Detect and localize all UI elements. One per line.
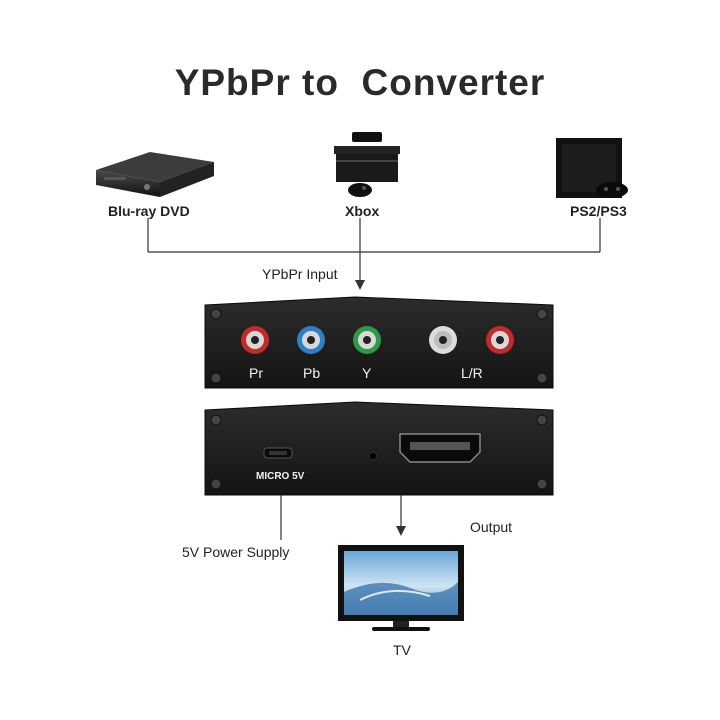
tv-label: TV bbox=[393, 642, 411, 658]
ypbpr-input-label: YPbPr Input bbox=[262, 266, 338, 282]
screw-icon bbox=[210, 308, 222, 320]
y-jack-icon bbox=[353, 326, 381, 354]
y-label: Y bbox=[362, 365, 372, 381]
tv-icon bbox=[338, 545, 464, 631]
hdmi-port-icon bbox=[399, 433, 481, 463]
power-supply-label: 5V Power Supply bbox=[182, 544, 290, 560]
diagram-title: YPbPr to Converter bbox=[174, 62, 546, 103]
xbox-label: Xbox bbox=[345, 203, 380, 219]
output-label: Output bbox=[470, 519, 513, 535]
pb-label: Pb bbox=[303, 365, 320, 381]
output-arrow-icon bbox=[396, 526, 406, 536]
screw-icon bbox=[210, 372, 222, 384]
screw-icon bbox=[536, 414, 548, 426]
output-lines bbox=[280, 495, 402, 540]
playstation-console-icon bbox=[556, 138, 628, 198]
bluray-player-icon bbox=[96, 152, 214, 197]
lr-label: L/R bbox=[461, 365, 483, 381]
input-panel: Pr Pb Y L/R bbox=[204, 296, 554, 389]
micro-usb-port-icon bbox=[263, 447, 293, 459]
bluray-label: Blu-ray DVD bbox=[108, 203, 190, 219]
screw-icon bbox=[210, 478, 222, 490]
led-indicator-icon bbox=[368, 451, 378, 461]
screw-icon bbox=[536, 478, 548, 490]
source-lines bbox=[147, 218, 601, 286]
micro-5v-label: MICRO 5V bbox=[256, 471, 305, 482]
pb-jack-icon bbox=[297, 326, 325, 354]
screw-icon bbox=[536, 308, 548, 320]
audio-right-jack-icon bbox=[486, 326, 514, 354]
screw-icon bbox=[210, 414, 222, 426]
audio-left-jack-icon bbox=[429, 326, 457, 354]
ps-label: PS2/PS3 bbox=[570, 203, 627, 219]
screw-icon bbox=[536, 372, 548, 384]
pr-label: Pr bbox=[249, 365, 263, 381]
output-panel: MICRO 5V bbox=[204, 401, 554, 496]
input-arrow-icon bbox=[355, 280, 365, 290]
xbox-console-icon bbox=[334, 132, 400, 197]
pr-jack-icon bbox=[241, 326, 269, 354]
